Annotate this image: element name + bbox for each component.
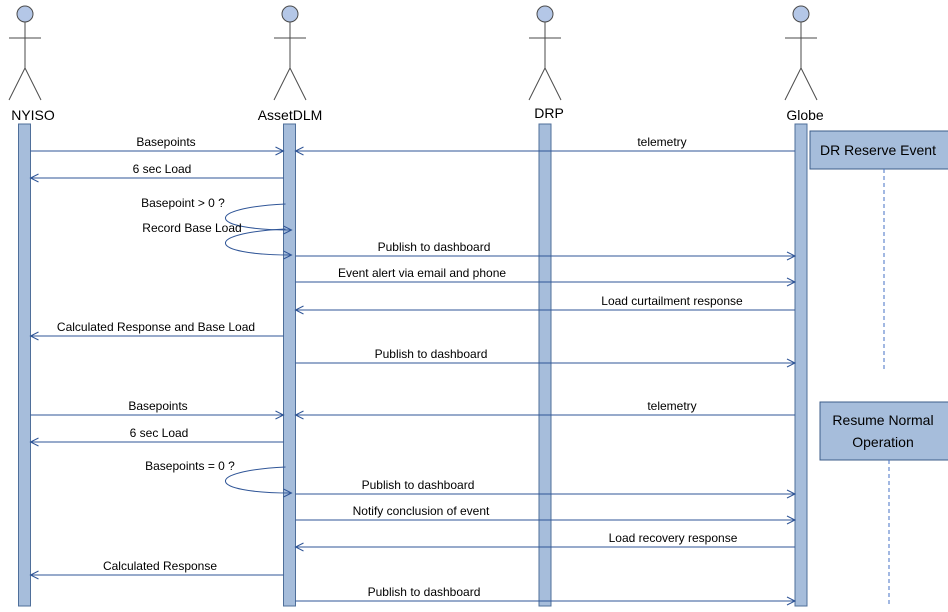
message-label: Publish to dashboard	[362, 478, 475, 492]
note-text: Operation	[852, 434, 913, 450]
arrowhead-icon	[786, 596, 797, 606]
message-label: 6 sec Load	[133, 162, 192, 176]
message-1: Basepoints	[30, 135, 285, 156]
arrowhead-icon	[29, 173, 39, 183]
message-15: Publish to dashboard	[295, 478, 797, 499]
message-label: Record Base Load	[142, 221, 241, 235]
actor-figure-icon	[784, 5, 818, 101]
actor-figure-icon	[273, 5, 307, 101]
message-14: Basepoints = 0 ?	[145, 459, 293, 498]
message-19: Publish to dashboard	[295, 585, 797, 606]
arrowhead-icon	[283, 488, 293, 498]
arrowhead-icon	[786, 515, 797, 525]
lifeline-bar	[538, 123, 552, 607]
message-label: Calculated Response and Base Load	[57, 320, 255, 334]
note-box	[819, 401, 948, 461]
message-7: Event alert via email and phone	[295, 266, 797, 287]
arrowhead-icon	[29, 437, 39, 447]
message-label: Publish to dashboard	[378, 240, 491, 254]
note-box	[809, 130, 948, 170]
arrowhead-icon	[29, 570, 39, 580]
message-label: Calculated Response	[103, 559, 217, 573]
actor-figure-icon	[528, 5, 562, 101]
note-1: DR Reserve Event	[809, 130, 948, 370]
arrowhead-icon	[275, 410, 285, 420]
message-label: 6 sec Load	[130, 426, 189, 440]
message-label: Notify conclusion of event	[353, 504, 490, 518]
actor-name: NYISO	[11, 107, 55, 123]
arrowhead-icon	[294, 410, 304, 420]
message-5: Record Base Load	[142, 221, 293, 260]
message-label: Publish to dashboard	[368, 585, 481, 599]
message-label: telemetry	[637, 135, 686, 149]
arrowhead-icon	[294, 146, 304, 156]
message-10: Publish to dashboard	[295, 347, 797, 368]
message-label: telemetry	[647, 399, 696, 413]
message-label: Basepoints	[128, 399, 187, 413]
actor-drp: DRP	[528, 5, 564, 607]
arrowhead-icon	[283, 225, 293, 235]
message-3: 6 sec Load	[29, 162, 284, 183]
message-18: Calculated Response	[29, 559, 284, 580]
message-13: 6 sec Load	[29, 426, 284, 447]
self-message-loop	[225, 203, 292, 231]
message-label: Basepoint > 0 ?	[141, 196, 225, 210]
arrowhead-icon	[275, 146, 285, 156]
message-4: Basepoint > 0 ?	[141, 196, 293, 235]
self-message-loop	[225, 228, 292, 256]
actor-assetdlm: AssetDLM	[258, 5, 323, 607]
message-12: telemetry	[294, 399, 795, 420]
actor-name: DRP	[534, 105, 564, 121]
actor-figure-icon	[8, 5, 42, 101]
arrowhead-icon	[786, 277, 797, 287]
message-label: Event alert via email and phone	[338, 266, 506, 280]
self-message-loop	[225, 466, 292, 494]
message-label: Load recovery response	[609, 531, 738, 545]
message-11: Basepoints	[30, 399, 285, 420]
arrowhead-icon	[283, 250, 293, 260]
actors-layer: NYISO AssetDLM DRP Globe	[8, 5, 824, 607]
message-2: telemetry	[294, 135, 795, 156]
lifeline-bar	[283, 123, 296, 607]
note-text: Resume Normal	[832, 412, 933, 428]
actor-name: AssetDLM	[258, 107, 323, 123]
note-text: DR Reserve Event	[820, 142, 936, 158]
message-8: Load curtailment response	[294, 294, 795, 315]
arrowhead-icon	[294, 542, 304, 552]
message-6: Publish to dashboard	[295, 240, 797, 261]
message-label: Load curtailment response	[601, 294, 743, 308]
message-label: Basepoints	[136, 135, 195, 149]
message-label: Basepoints = 0 ?	[145, 459, 235, 473]
actor-nyiso: NYISO	[8, 5, 55, 607]
actor-name: Globe	[786, 107, 824, 123]
message-17: Load recovery response	[294, 531, 795, 552]
message-label: Publish to dashboard	[375, 347, 488, 361]
arrowhead-icon	[786, 358, 797, 368]
arrowhead-icon	[786, 489, 797, 499]
message-9: Calculated Response and Base Load	[29, 320, 284, 341]
arrowhead-icon	[29, 331, 39, 341]
message-16: Notify conclusion of event	[295, 504, 797, 525]
arrowhead-icon	[786, 251, 797, 261]
lifeline-bar	[18, 123, 31, 607]
arrowhead-icon	[294, 305, 304, 315]
actor-globe: Globe	[784, 5, 824, 607]
lifeline-bar	[794, 123, 808, 607]
